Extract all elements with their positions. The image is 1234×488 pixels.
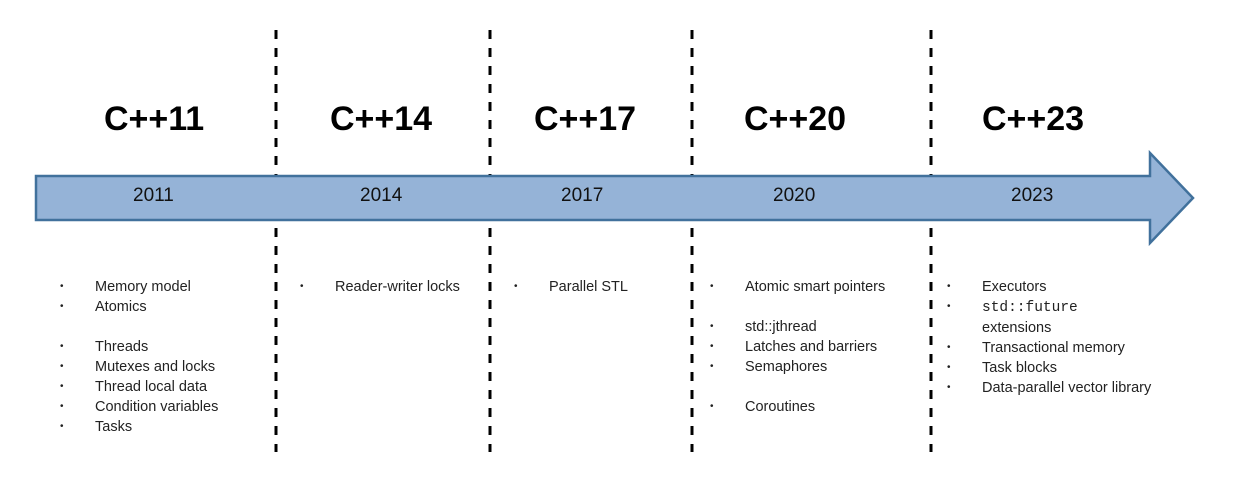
era-feature-list: Executorsstd::futureextensionsTransactio… — [947, 277, 1157, 398]
feature-item: Data-parallel vector library — [947, 378, 1157, 398]
era-standard-title: C++20 — [744, 100, 847, 138]
era-standard-title: C++14 — [330, 100, 433, 138]
feature-item: Transactional memory — [947, 338, 1157, 358]
feature-item: Memory model — [60, 277, 260, 297]
era-year-label: 2023 — [1011, 185, 1054, 206]
era-standard-title: C++23 — [982, 100, 1085, 138]
feature-item: Thread local data — [60, 377, 260, 397]
feature-text: extensions — [982, 320, 1052, 336]
era-year-label: 2011 — [133, 185, 174, 206]
era-year-label: 2020 — [773, 185, 816, 206]
feature-item: Mutexes and locks — [60, 357, 260, 377]
era-feature-list: Memory modelAtomicsThreadsMutexes and lo… — [60, 277, 260, 437]
feature-item: Parallel STL — [514, 277, 674, 297]
feature-item: Task blocks — [947, 358, 1157, 378]
feature-item: Tasks — [60, 417, 260, 437]
era-year-label: 2017 — [561, 185, 604, 206]
era-standard-title: C++17 — [534, 100, 637, 138]
feature-item: std::jthread — [710, 317, 920, 337]
era-feature-list: Atomic smart pointersstd::jthreadLatches… — [710, 277, 920, 417]
feature-item: Executors — [947, 277, 1157, 297]
feature-item: Reader-writer locks — [300, 277, 480, 297]
feature-item: Atomics — [60, 297, 260, 317]
feature-item: Atomic smart pointers — [710, 277, 920, 297]
feature-item: Semaphores — [710, 357, 920, 377]
timeline-arrow — [34, 149, 1195, 247]
feature-item: Coroutines — [710, 397, 920, 417]
feature-item: Threads — [60, 337, 260, 357]
feature-item: Condition variables — [60, 397, 260, 417]
era-feature-list: Parallel STL — [514, 277, 674, 297]
feature-code: std::future — [982, 300, 1078, 316]
era-year-label: 2014 — [360, 185, 403, 206]
era-standard-title: C++11 — [104, 100, 205, 138]
era-feature-list: Reader-writer locks — [300, 277, 480, 297]
feature-item: Latches and barriers — [710, 337, 920, 357]
